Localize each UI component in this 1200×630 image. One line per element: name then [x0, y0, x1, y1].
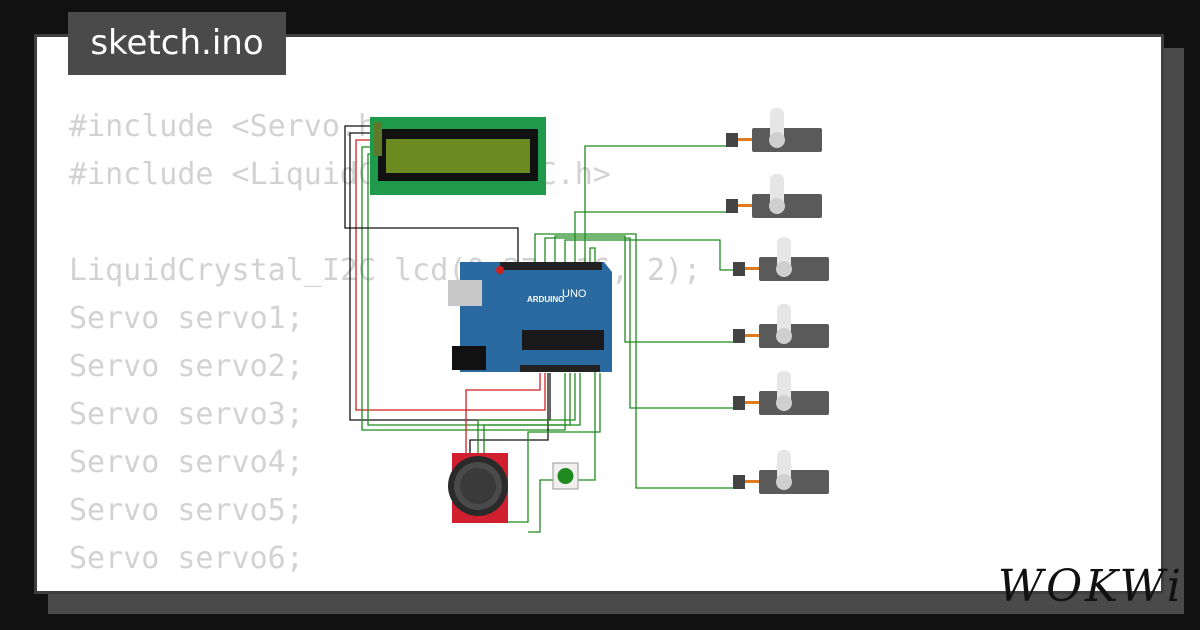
wire — [361, 146, 566, 431]
wire — [483, 373, 581, 465]
pushbutton-icon[interactable] — [552, 462, 579, 490]
wire — [578, 247, 596, 481]
code-line: Servo servo3; — [69, 397, 304, 432]
servo-icon[interactable] — [733, 304, 829, 348]
lcd-1602-icon[interactable] — [370, 117, 546, 195]
code-line: Servo servo2; — [69, 349, 304, 384]
joystick-icon[interactable] — [448, 453, 508, 523]
wire — [490, 373, 601, 523]
wire — [554, 235, 735, 343]
code-line: Servo servo6; — [69, 541, 304, 576]
wire — [564, 239, 735, 271]
wire — [349, 132, 551, 421]
wire — [528, 479, 553, 533]
wire — [355, 139, 546, 411]
servo-icon[interactable] — [733, 450, 829, 494]
wire — [534, 233, 735, 489]
code-line: LiquidCrystal_I2C lcd(0x27, 16, 2); — [69, 253, 702, 288]
code-line: Servo servo5; — [69, 493, 304, 528]
wires — [344, 125, 735, 533]
wire — [584, 145, 728, 262]
servo-icon[interactable] — [733, 237, 829, 281]
wire — [344, 125, 519, 262]
board-brand: ARDUINO — [527, 295, 564, 304]
wire — [469, 373, 549, 465]
wokwi-logo: WOKWi — [997, 561, 1184, 612]
arduino-uno-icon[interactable]: ARDUINO UNO — [448, 262, 612, 372]
code-line: Servo servo1; — [69, 301, 304, 336]
servo-icon[interactable] — [726, 174, 822, 218]
wire — [574, 211, 728, 262]
code-line: Servo servo4; — [69, 445, 304, 480]
servo-icon[interactable] — [733, 371, 829, 415]
board-model: UNO — [562, 288, 587, 300]
file-tab[interactable]: sketch.ino — [68, 12, 286, 75]
wire — [477, 373, 576, 465]
wire — [544, 237, 735, 409]
wire — [465, 373, 541, 465]
servo-icon[interactable] — [726, 108, 822, 152]
